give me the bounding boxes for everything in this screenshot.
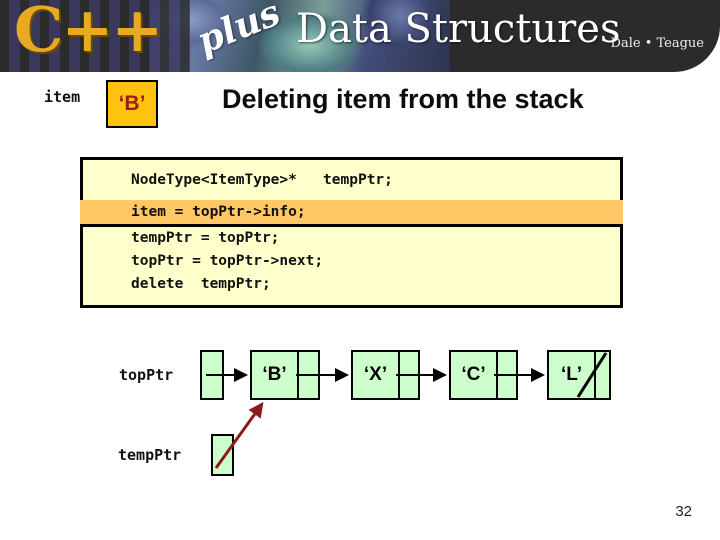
topptr-label: topPtr [119, 366, 174, 384]
banner-photo-texture [150, 0, 450, 72]
book-authors: Dale • Teague [610, 36, 704, 51]
node-null-link-field [596, 352, 609, 398]
node-link-field [400, 352, 418, 398]
code-block-body: item = topPtr->info; tempPtr = topPtr; t… [80, 200, 623, 308]
node-value: ‘C’ [451, 352, 498, 398]
topptr-pointer-cell [200, 350, 224, 400]
page-number: 32 [675, 503, 692, 520]
node-value: ‘B’ [252, 352, 299, 398]
node-value: ‘L’ [549, 352, 596, 398]
code-block-declaration: NodeType<ItemType>* tempPtr; [80, 157, 623, 204]
list-node-l: ‘L’ [547, 350, 611, 400]
list-node-c: ‘C’ [449, 350, 518, 400]
list-node-b: ‘B’ [250, 350, 320, 400]
title-banner: C++ plus Data Structures Dale • Teague [0, 0, 720, 72]
code-line: NodeType<ItemType>* tempPtr; [131, 172, 393, 188]
book-title: Data Structures [296, 6, 621, 52]
tempptr-pointer-cell [211, 434, 234, 476]
list-node-x: ‘X’ [351, 350, 420, 400]
item-value-text: ‘B’ [118, 92, 146, 115]
code-line: delete tempPtr; [131, 276, 271, 292]
cpp-logo: C++ [14, 0, 163, 66]
node-value: ‘X’ [353, 352, 400, 398]
tempptr-label: tempPtr [118, 446, 182, 464]
page-title: Deleting item from the stack [222, 84, 584, 114]
code-line: tempPtr = topPtr; [131, 230, 280, 246]
item-value-box: ‘B’ [106, 80, 158, 128]
code-line-highlighted: item = topPtr->info; [80, 200, 623, 227]
code-line: topPtr = topPtr->next; [131, 253, 324, 269]
item-variable-label: item [44, 88, 81, 106]
banner-stripe-texture [0, 0, 190, 72]
node-link-field [299, 352, 318, 398]
node-link-field [498, 352, 516, 398]
